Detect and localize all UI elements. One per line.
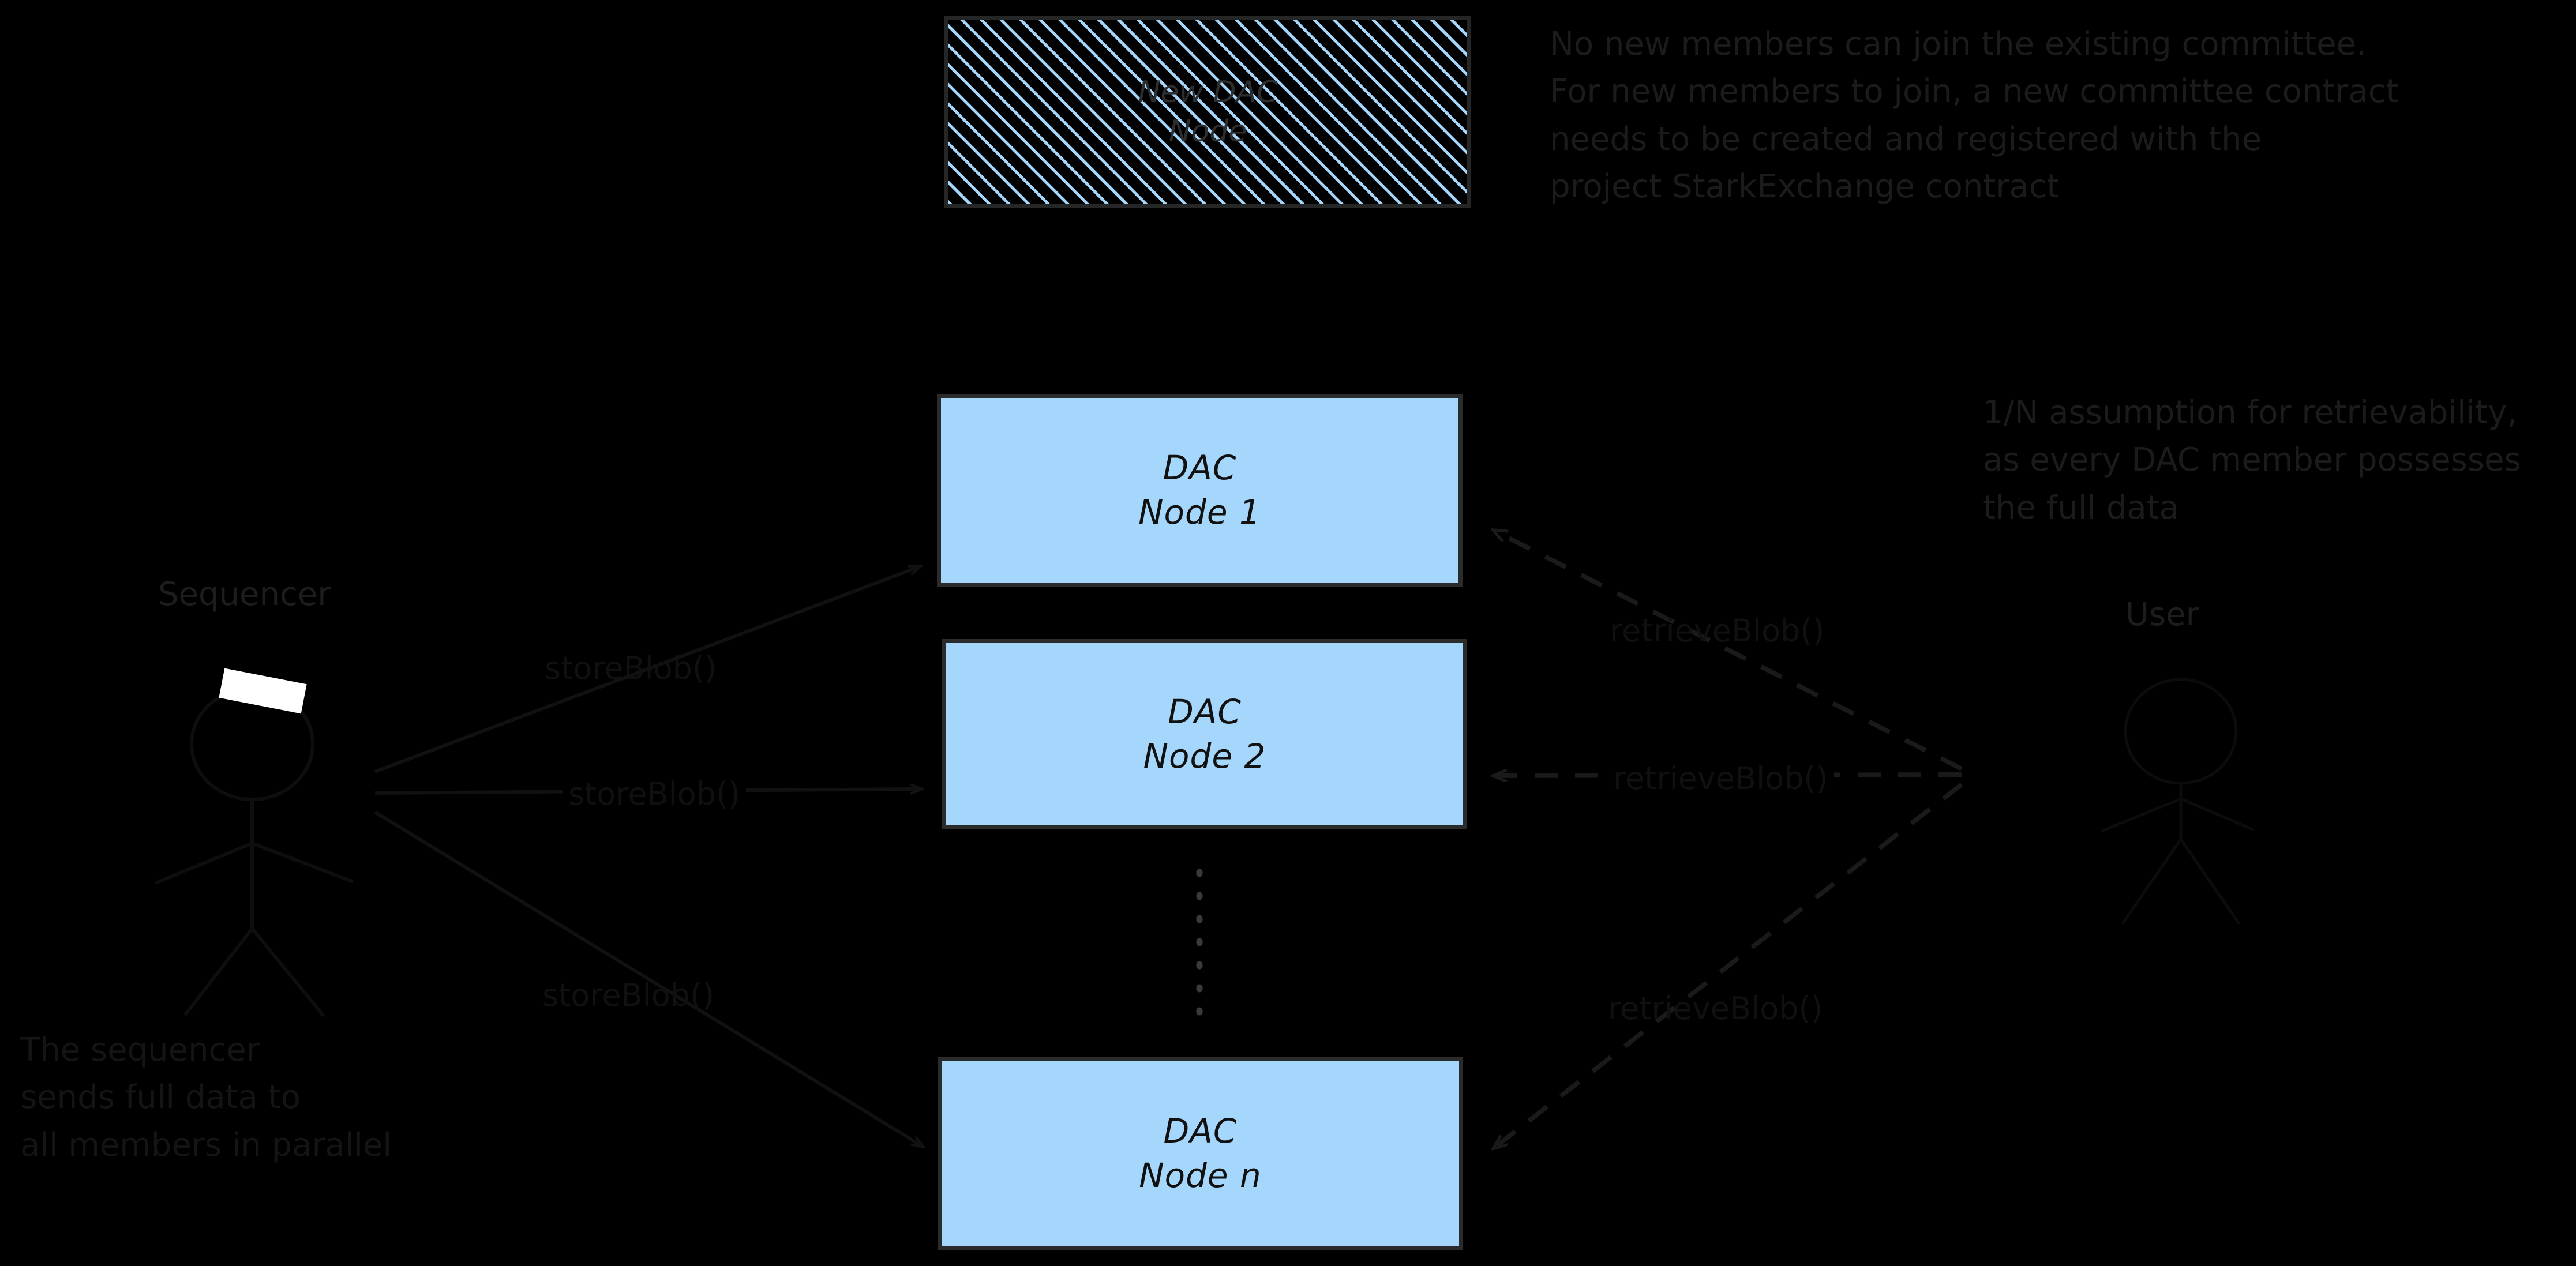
dac-node-1-line1: DAC bbox=[1163, 448, 1237, 488]
sequencer-label: Sequencer bbox=[158, 576, 331, 613]
user-figure bbox=[2101, 678, 2255, 925]
new-dac-node-box[interactable]: New DAC Node bbox=[944, 16, 1471, 208]
store-blob-edge-3 bbox=[374, 810, 923, 1147]
new-dac-node-line1: New DAC bbox=[1138, 74, 1278, 110]
sequencer-figure bbox=[155, 687, 354, 1017]
retrieve-blob-label-3: retrieveBlob() bbox=[1608, 990, 1823, 1027]
retrieve-blob-edges bbox=[1494, 531, 1963, 1148]
dac-node-2-box[interactable]: DAC Node 2 bbox=[942, 639, 1467, 829]
new-dac-node-line2: Node bbox=[1168, 114, 1247, 149]
retrieve-blob-edge-1 bbox=[1494, 531, 1963, 771]
store-blob-label-2: storeBlob() bbox=[563, 776, 747, 812]
dac-node-2-line2: Node 2 bbox=[1143, 736, 1266, 776]
store-blob-label-1: storeBlob() bbox=[545, 650, 717, 686]
dac-node-n-box[interactable]: DAC Node n bbox=[938, 1057, 1463, 1250]
retrieve-blob-label-2: retrieveBlob() bbox=[1607, 760, 1834, 797]
retrieve-blob-edge-3 bbox=[1494, 782, 1963, 1148]
dac-node-n-line1: DAC bbox=[1163, 1111, 1238, 1151]
store-blob-edge-1 bbox=[374, 565, 920, 773]
store-blob-label-3: storeBlob() bbox=[542, 977, 715, 1013]
dac-node-2-line1: DAC bbox=[1168, 692, 1242, 731]
retrieve-blob-label-1: retrieveBlob() bbox=[1610, 613, 1825, 649]
dac-node-1-line2: Node 1 bbox=[1138, 493, 1261, 532]
user-label: User bbox=[2125, 596, 2199, 633]
dac-node-n-line2: Node n bbox=[1139, 1155, 1262, 1195]
committee-annotation: No new members can join the existing com… bbox=[1550, 25, 2399, 205]
sequencer-note-annotation: The sequencer sends full data to all mem… bbox=[20, 1031, 392, 1164]
dac-node-1-box[interactable]: DAC Node 1 bbox=[937, 394, 1463, 587]
retrievability-annotation: 1/N assumption for retrievability, as ev… bbox=[1983, 394, 2521, 527]
